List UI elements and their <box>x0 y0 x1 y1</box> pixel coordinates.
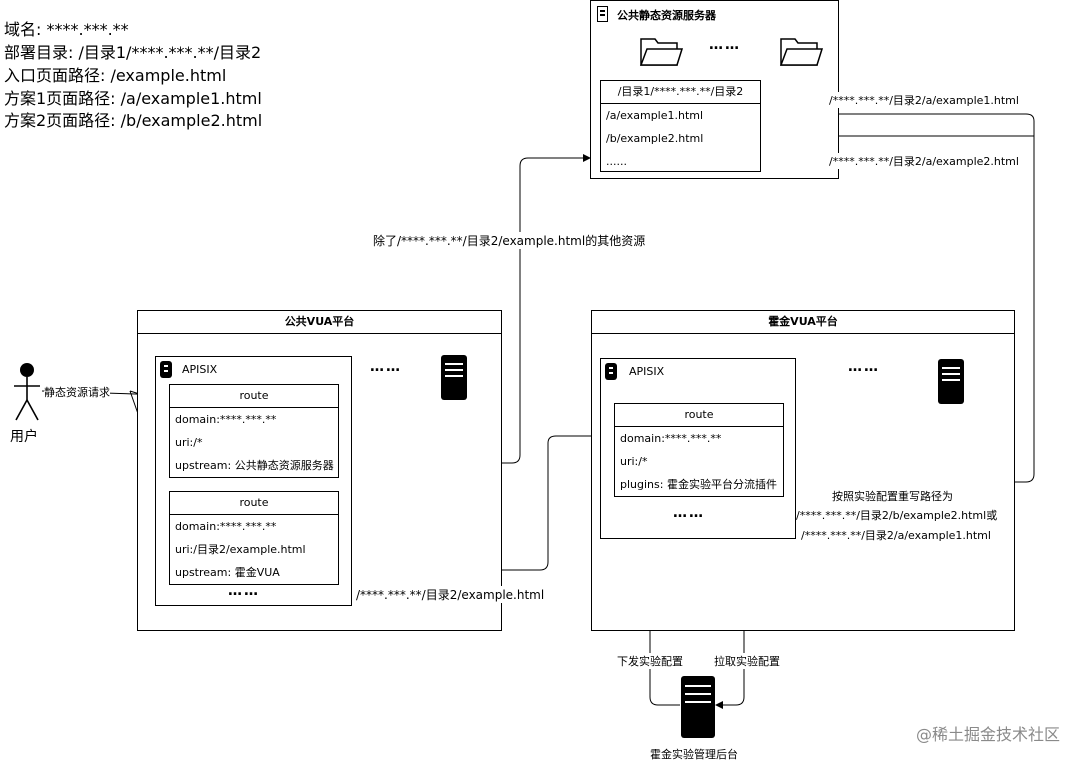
edge-push-config <box>646 538 680 706</box>
file-list: /目录1/****.***.**/目录2 /a/example1.html /b… <box>600 80 761 172</box>
static-server-title: 公共静态资源服务器 <box>617 9 716 22</box>
edge-label-user-request: 静态资源请求 <box>44 384 110 400</box>
public-vua-ellipsis: …… <box>370 359 402 375</box>
hokin-route: route domain:****.***.** uri:/* plugins:… <box>614 403 784 497</box>
route-uri: uri:/* <box>175 436 203 449</box>
route-uri: uri:/* <box>620 455 648 468</box>
public-apisix: APISIX route domain:****.***.** uri:/* u… <box>155 356 352 606</box>
info-plan1-path: 方案1页面路径: /a/example1.html <box>4 89 262 108</box>
info-entry-path: 入口页面路径: /example.html <box>4 66 227 85</box>
route-header: route <box>170 492 338 515</box>
watermark: @稀土掘金技术社区 <box>915 725 1060 744</box>
route-upstream: upstream: 公共静态资源服务器 <box>175 459 334 472</box>
route-uri: uri:/目录2/example.html <box>175 543 306 556</box>
server-icon <box>597 6 608 22</box>
hokin-apisix-title: APISIX <box>629 365 665 378</box>
file-item: /a/example1.html <box>606 109 704 122</box>
hokin-vua-title: 霍金VUA平台 <box>592 311 1014 334</box>
admin-server-icon <box>681 676 715 738</box>
file-item: ...... <box>606 155 627 168</box>
hokin-vua-ellipsis: …… <box>848 359 880 375</box>
public-route-2: route domain:****.***.** uri:/目录2/exampl… <box>169 491 339 585</box>
file-item: /b/example2.html <box>606 132 704 145</box>
hokin-apisix-ellipsis: …… <box>673 505 705 521</box>
server-icon <box>938 359 964 404</box>
route-plugins: plugins: 霍金实验平台分流插件 <box>620 478 777 491</box>
admin-label: 霍金实验管理后台 <box>650 748 738 761</box>
public-vua-platform: 公共VUA平台 APISIX route domain:****.***.** … <box>137 310 502 631</box>
edge-label-to-file1: /****.***.**/目录2/a/example1.html <box>829 92 1019 108</box>
info-domain: 域名: ****.***.** <box>4 20 129 39</box>
route-header: route <box>170 385 338 408</box>
edge-label-rewrite-3: /****.***.**/目录2/a/example1.html <box>801 527 991 543</box>
public-vua-title: 公共VUA平台 <box>138 311 501 334</box>
route-upstream: upstream: 霍金VUA <box>175 566 280 579</box>
edge-label-rewrite-2: /****.***.**/目录2/b/example2.html或 <box>796 507 998 523</box>
edge-route2-hokin <box>338 432 613 571</box>
edge-label-rewrite-1: 按照实验配置重写路径为 <box>832 488 953 504</box>
user-icon <box>14 363 40 421</box>
info-plan2-path: 方案2页面路径: /b/example2.html <box>4 111 263 130</box>
route-header: route <box>615 404 783 427</box>
static-server-ellipsis: …… <box>709 37 741 53</box>
edge-label-other-resources: 除了/****.***.**/目录2/example.html的其他资源 <box>373 232 646 249</box>
edge-label-to-hokin: /****.***.**/目录2/example.html <box>356 586 545 603</box>
route-domain: domain:****.***.** <box>620 432 722 445</box>
edge-label-pull-config: 拉取实验配置 <box>714 653 780 669</box>
info-deploy-dir: 部署目录: /目录1/****.***.**/目录2 <box>4 43 262 62</box>
public-apisix-ellipsis: …… <box>228 583 260 599</box>
hokin-vua-platform: 霍金VUA平台 APISIX route domain:****.***.** … <box>591 310 1015 631</box>
edge-pull-config <box>715 539 745 709</box>
apisix-server-icon <box>605 363 617 380</box>
apisix-server-icon <box>160 361 172 378</box>
edge-label-to-file2: /****.***.**/目录2/a/example2.html <box>829 153 1019 169</box>
hokin-apisix: APISIX route domain:****.***.** uri:/* p… <box>600 358 796 539</box>
folder-icon <box>779 38 823 66</box>
folder-icon <box>639 38 683 66</box>
file-list-header: /目录1/****.***.**/目录2 <box>601 81 760 104</box>
public-route-1: route domain:****.***.** uri:/* upstream… <box>169 384 339 478</box>
public-apisix-title: APISIX <box>182 363 218 376</box>
route-domain: domain:****.***.** <box>175 520 277 533</box>
user-label: 用户 <box>10 429 38 445</box>
edge-plugin-files <box>761 110 1035 483</box>
edge-label-push-config: 下发实验配置 <box>617 653 683 669</box>
server-icon <box>441 355 467 400</box>
route-domain: domain:****.***.** <box>175 413 277 426</box>
edge-route1-static <box>338 154 591 464</box>
static-server: 公共静态资源服务器 …… /目录1/****.***.**/目录2 /a/exa… <box>590 0 839 179</box>
